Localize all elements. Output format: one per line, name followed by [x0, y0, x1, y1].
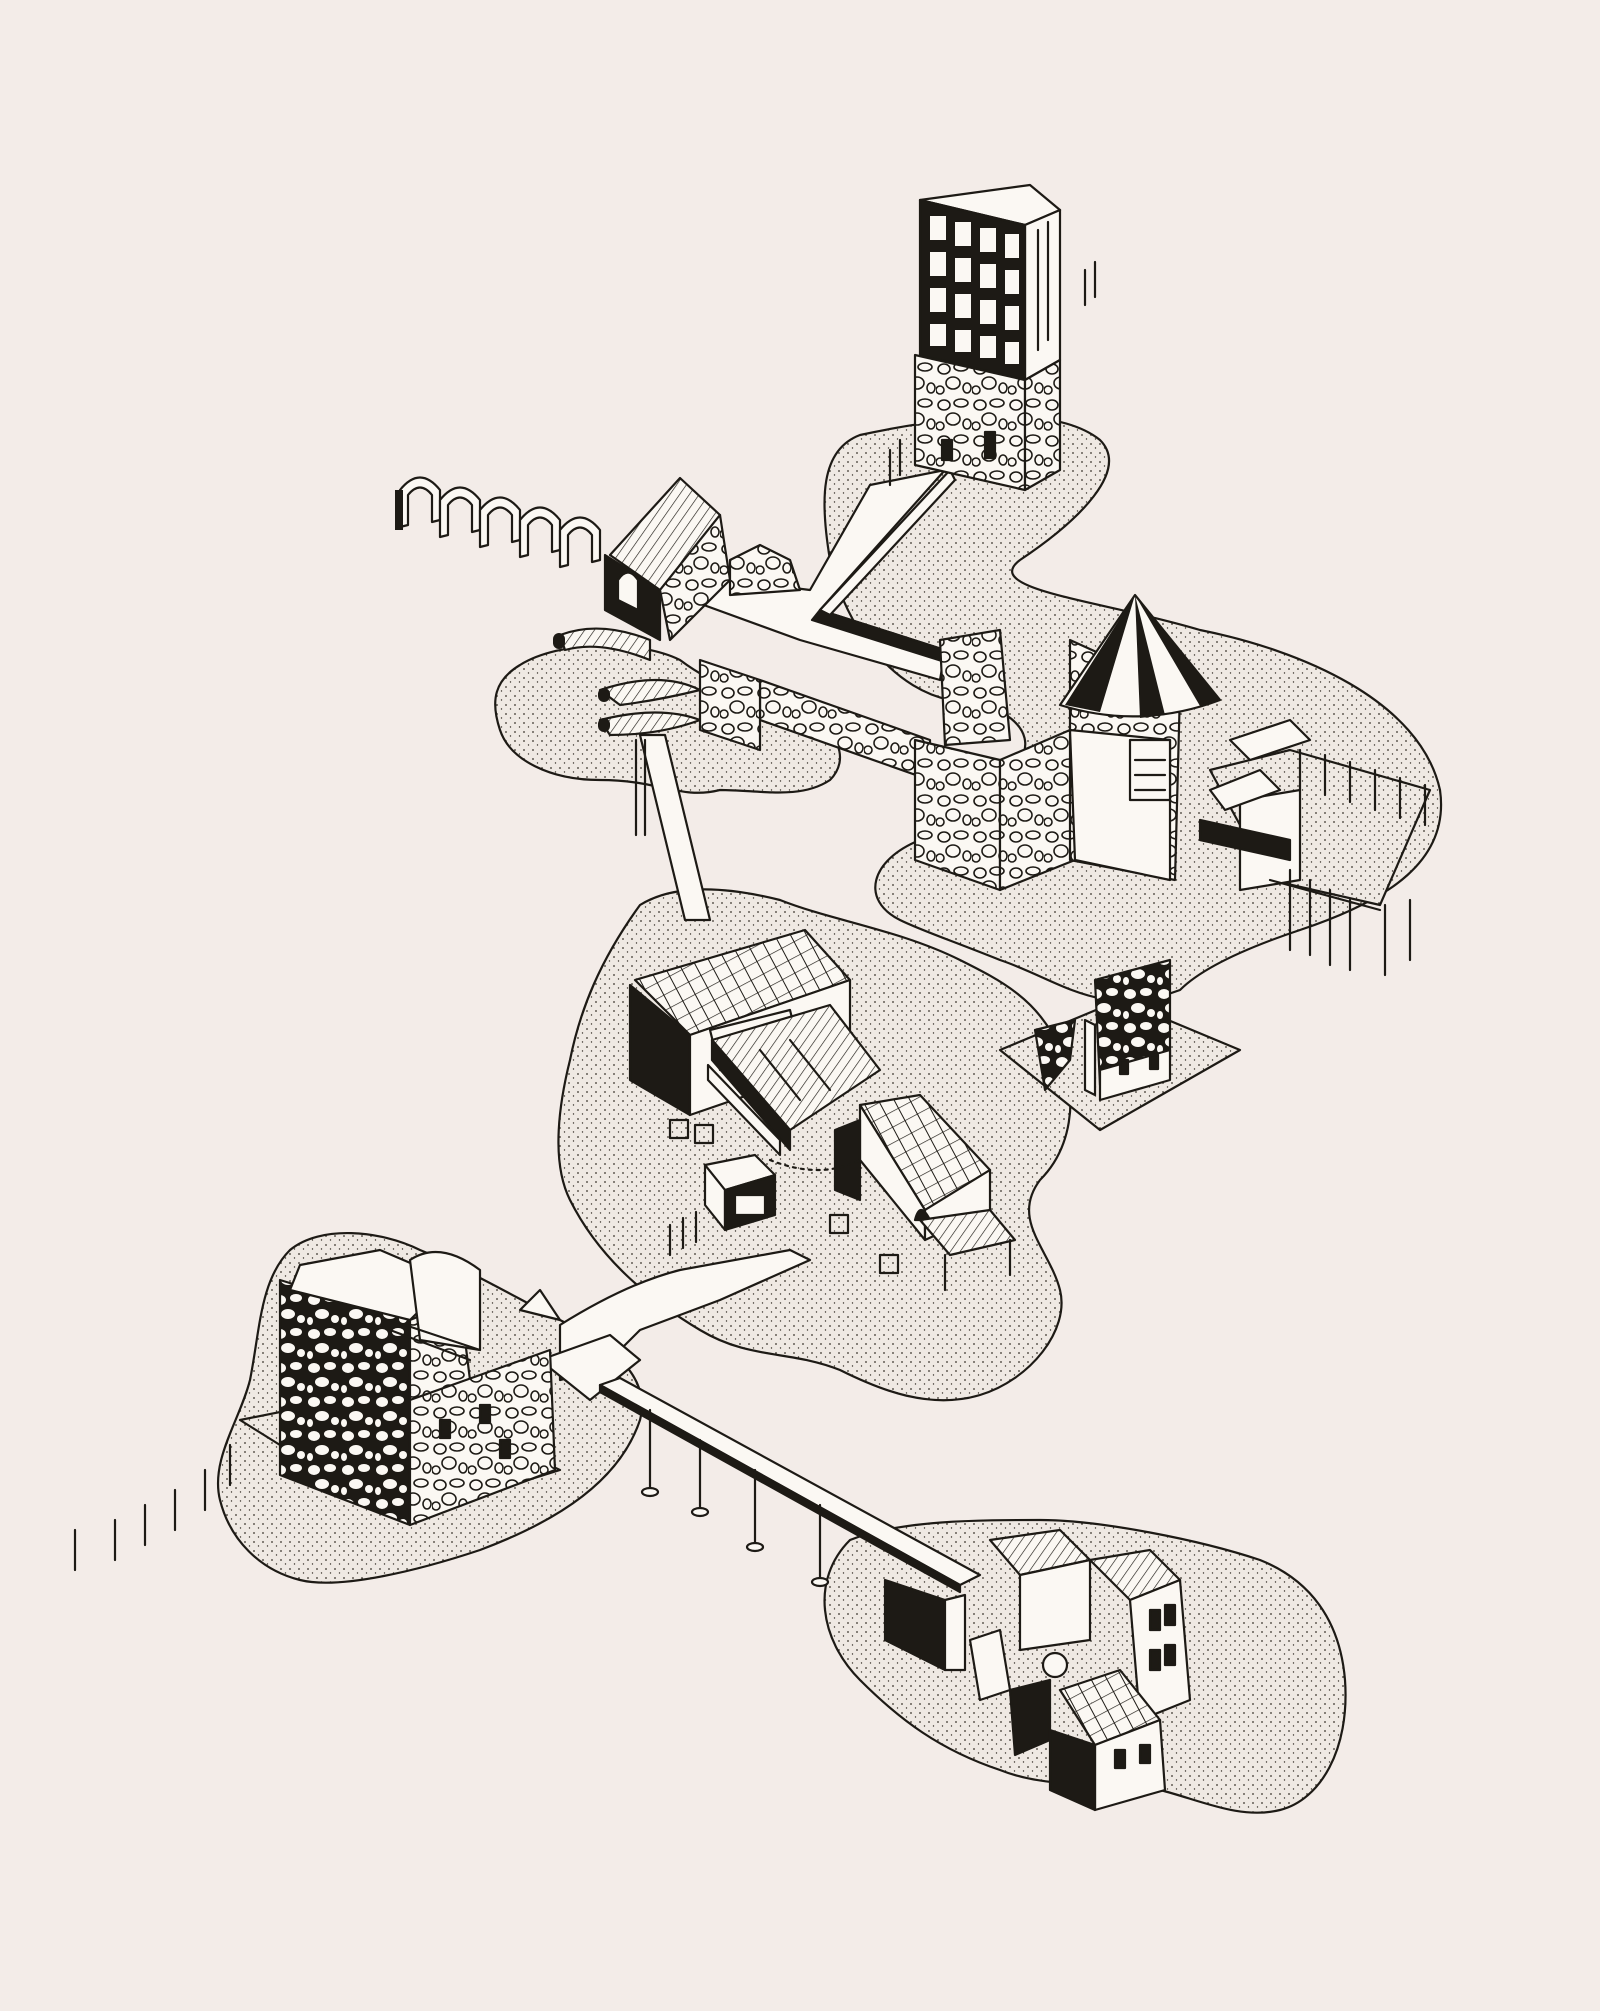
walkway-to-tower: [818, 468, 957, 617]
glass-roof-hall: [706, 1003, 882, 1157]
pier: [598, 1376, 982, 1594]
cottage: [833, 1093, 992, 1242]
gatehouse: [603, 476, 802, 642]
fence-posts-middle: [668, 1210, 698, 1257]
island-bottom-right: [823, 1518, 1347, 1814]
ruin-wall: [998, 958, 1242, 1132]
glass-tower: [888, 183, 1097, 492]
timber-deck: [1198, 718, 1432, 977]
cafe-tables: [668, 1118, 900, 1275]
arcade-ribs: [395, 476, 602, 569]
walkway-middle-lower: [538, 1333, 642, 1402]
kiosk: [703, 1153, 777, 1232]
chapel-ruin: [913, 593, 1222, 892]
castle-ruin: [238, 1248, 562, 1527]
townhouses: [883, 1528, 1192, 1812]
spiral-slide: [553, 627, 712, 922]
pergola: [918, 1208, 1017, 1292]
fence-posts-left: [73, 1443, 232, 1572]
